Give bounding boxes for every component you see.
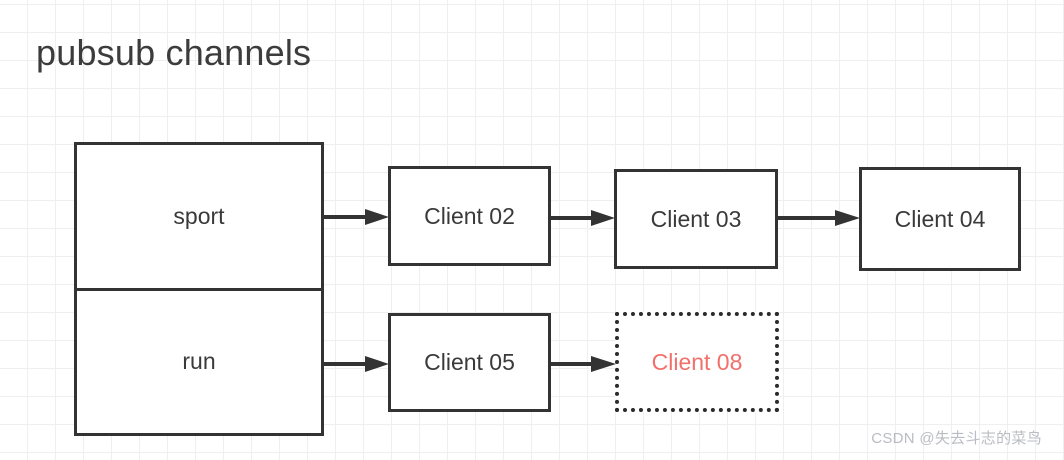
node-client-03[interactable]: Client 03 <box>614 169 778 269</box>
node-client-08[interactable]: Client 08 <box>615 312 779 412</box>
arrow-sport-to-client02-icon <box>323 208 389 225</box>
node-client-02[interactable]: Client 02 <box>388 166 551 266</box>
pubsub-channels-box[interactable]: sport run <box>74 142 324 436</box>
page-title: pubsub channels <box>36 32 312 73</box>
channel-cell-run[interactable]: run <box>77 287 321 434</box>
channel-cell-sport[interactable]: sport <box>173 202 225 229</box>
node-client-04[interactable]: Client 04 <box>859 167 1021 271</box>
arrow-client03-to-client04-icon <box>778 209 860 226</box>
arrow-client05-to-client08-icon <box>550 355 616 372</box>
arrow-run-to-client05-icon <box>323 355 389 372</box>
node-client-05[interactable]: Client 05 <box>388 313 551 412</box>
watermark: CSDN @失去斗志的菜鸟 <box>871 430 1042 447</box>
arrow-client02-to-client03-icon <box>550 209 615 226</box>
